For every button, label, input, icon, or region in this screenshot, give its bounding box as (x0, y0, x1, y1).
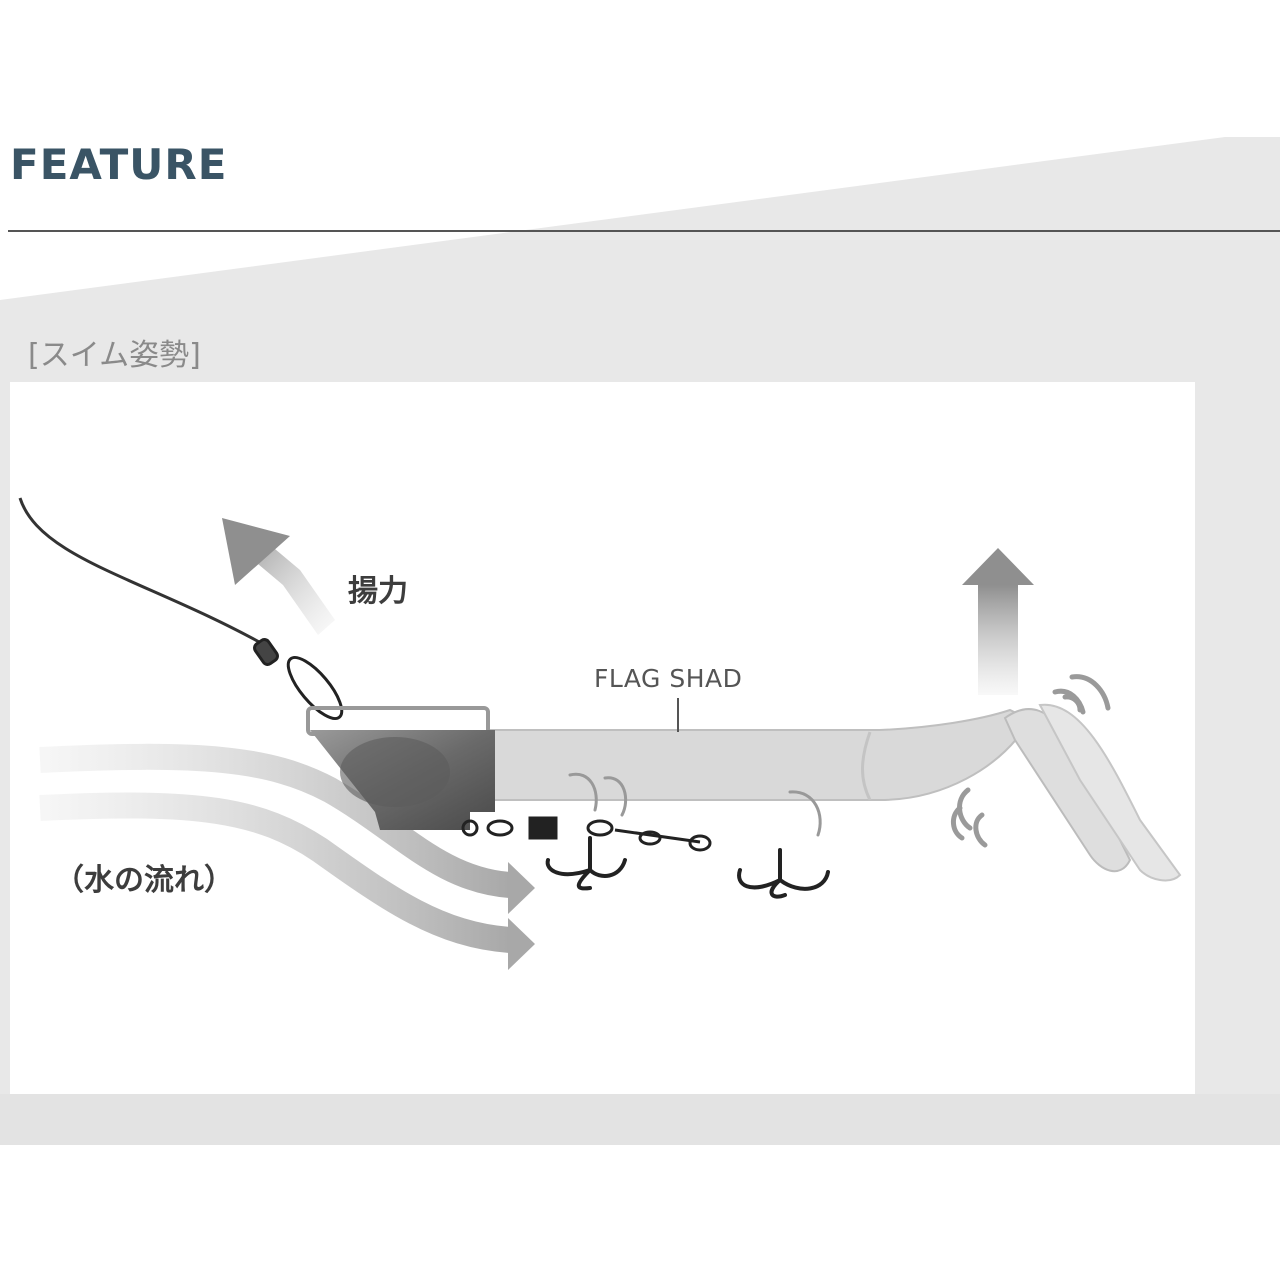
vibration-marks (951, 674, 1111, 848)
water-flow-label: （水の流れ） (54, 863, 234, 898)
treble-hook-front (545, 772, 628, 891)
page-title: FEATURE (10, 140, 228, 189)
flow-arrowhead-upper (508, 862, 535, 914)
section-title: [スイム姿勢] (28, 338, 201, 373)
sinker-head (306, 706, 495, 830)
lift-label: 揚力 (348, 574, 408, 609)
flow-arrow-lower (39, 792, 512, 953)
flow-arrow-upper (39, 743, 512, 898)
tail-up-arrow (962, 548, 1034, 695)
treble-hook-rear (737, 790, 830, 899)
lift-arrow (222, 518, 335, 635)
flag-tail (1003, 703, 1182, 882)
product-label: FLAG SHAD (594, 664, 743, 693)
hook-chain (461, 816, 712, 852)
water-flow-arrows (39, 743, 535, 970)
snap-swivel (253, 638, 344, 720)
fishing-line (18, 497, 271, 650)
bottom-strip (0, 1094, 1280, 1145)
flow-arrowhead-lower (508, 918, 535, 970)
